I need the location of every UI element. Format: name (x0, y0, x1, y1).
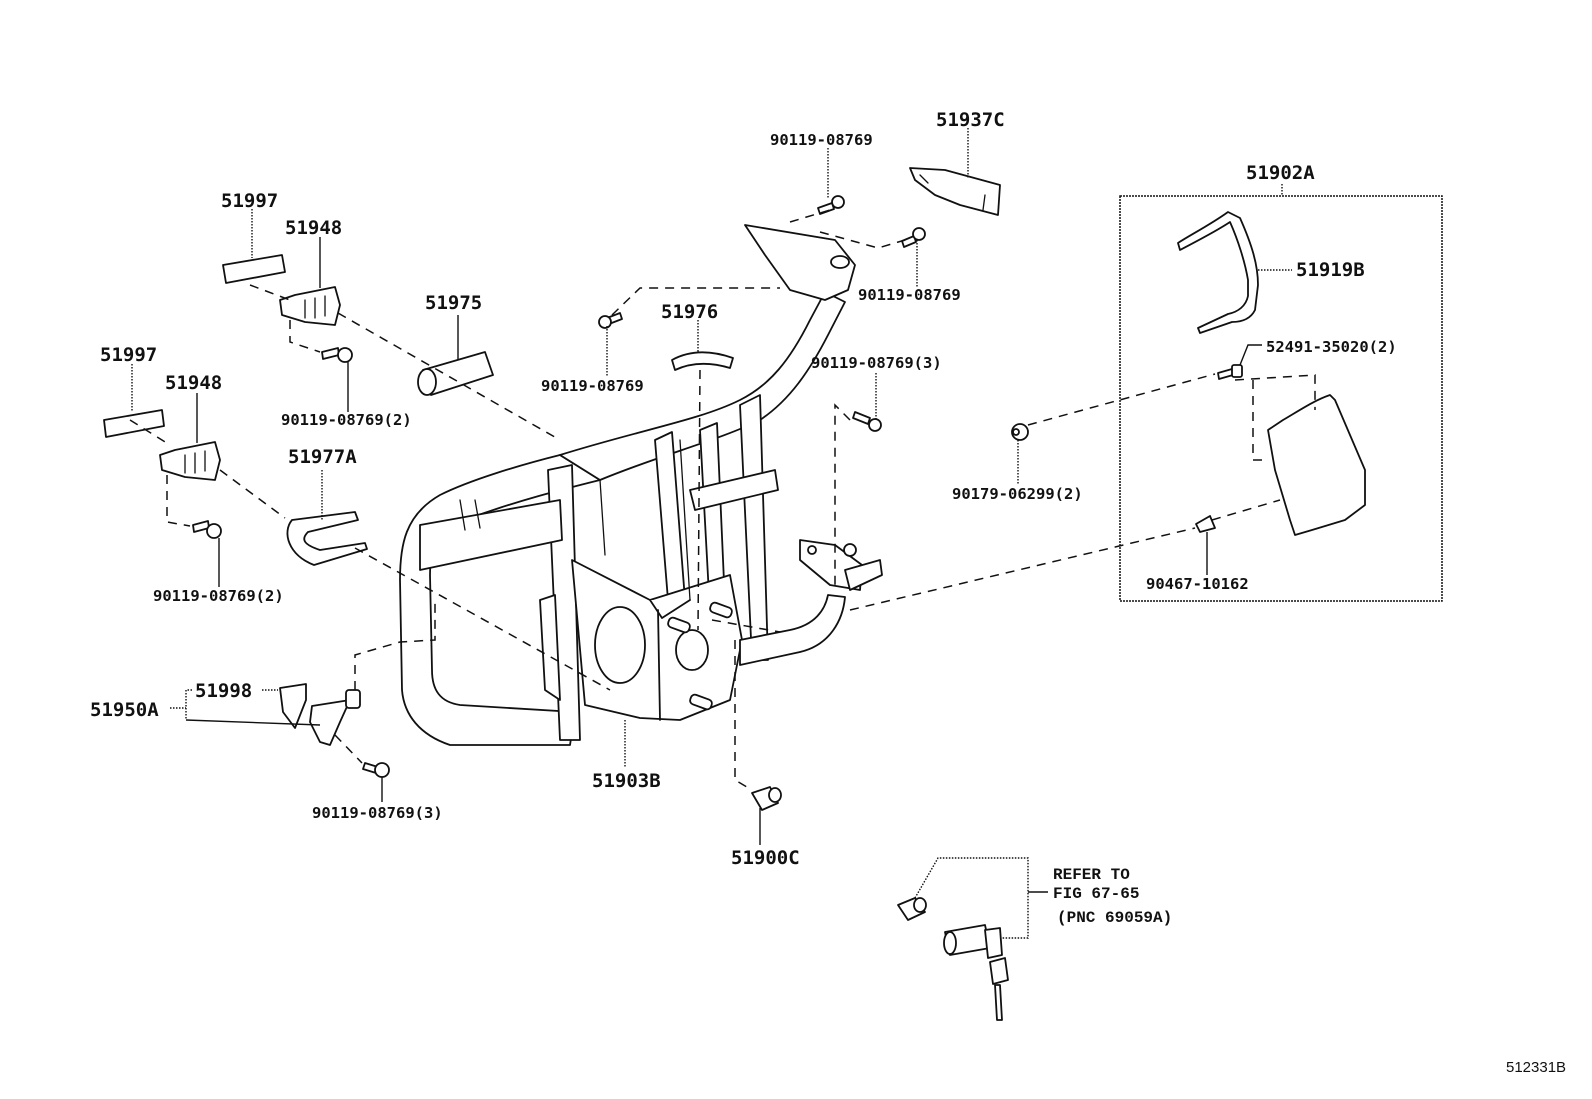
label-90119-08769-2a[interactable]: 90119-08769(2) (281, 411, 412, 429)
bolt-90119-2b (192, 520, 222, 539)
label-51948-a[interactable]: 51948 (285, 217, 342, 239)
label-90179-06299[interactable]: 90179-06299(2) (952, 485, 1083, 503)
assembly-lines (129, 209, 1316, 791)
plate-51998 (279, 683, 307, 729)
nut-90179 (1011, 423, 1029, 441)
reference-note: REFER TO FIG 67-65 (PNC 69059A) (1053, 866, 1172, 927)
clip-52491 (1217, 364, 1243, 380)
label-51903B[interactable]: 51903B (592, 770, 661, 792)
label-52491-35020[interactable]: 52491-35020(2) (1266, 338, 1397, 356)
reference-line-3[interactable]: (PNC 69059A) (1057, 909, 1172, 927)
label-90119-08769-3-right[interactable]: 90119-08769(3) (811, 354, 942, 372)
label-90119-08769-3-bottom[interactable]: 90119-08769(3) (312, 804, 443, 822)
label-90119-08769-mid[interactable]: 90119-08769 (541, 377, 644, 395)
label-90467-10162[interactable]: 90467-10162 (1146, 575, 1249, 593)
bolt-90119-3-right (852, 411, 882, 432)
reference-line-2: FIG 67-65 (1053, 885, 1139, 903)
label-51976[interactable]: 51976 (661, 301, 718, 323)
reference-line-1: REFER TO (1053, 866, 1130, 884)
label-51997-b[interactable]: 51997 (100, 344, 157, 366)
label-90119-08769-2b[interactable]: 90119-08769(2) (153, 587, 284, 605)
cap-51900C (751, 786, 782, 811)
lock-cylinder-assembly (897, 897, 1009, 1021)
stud-bolt (667, 601, 733, 711)
assembly-box-51902A (1119, 195, 1443, 602)
cover-51977A (286, 511, 368, 566)
clip-51948-b (159, 441, 221, 481)
label-90119-08769-top[interactable]: 90119-08769 (770, 131, 873, 149)
bolt-90119-3-bottom (362, 762, 390, 778)
label-51977A[interactable]: 51977A (288, 446, 357, 468)
plate-51997-b (103, 409, 165, 438)
bracket-51950A (309, 689, 361, 746)
label-51998[interactable]: 51998 (195, 680, 252, 702)
clip-51948-a (279, 286, 341, 326)
label-51997-a[interactable]: 51997 (221, 190, 278, 212)
label-51975[interactable]: 51975 (425, 292, 482, 314)
label-51902A[interactable]: 51902A (1246, 162, 1315, 184)
label-51919B[interactable]: 51919B (1296, 259, 1365, 281)
label-51950A[interactable]: 51950A (90, 699, 159, 721)
leader-lines (131, 128, 1292, 939)
sleeve-51975 (417, 351, 494, 396)
label-90119-08769-right-top[interactable]: 90119-08769 (858, 286, 961, 304)
hinge-bracket (799, 539, 883, 591)
part-51937C-shape (909, 167, 1001, 216)
label-51900C[interactable]: 51900C (731, 847, 800, 869)
clip-90467 (1195, 515, 1216, 533)
bolt-90119-top (817, 195, 845, 215)
bolt-90119-mid (598, 312, 623, 329)
handle-51919B (1177, 211, 1259, 334)
frame-51903B (399, 224, 883, 746)
bolt-90119-2a (321, 347, 353, 363)
bolt-90119-right-top (901, 227, 926, 248)
part-labels: 51937C 90119-08769 90119-08769 51902A 51… (90, 109, 1397, 869)
label-51948-b[interactable]: 51948 (165, 372, 222, 394)
label-51937C[interactable]: 51937C (936, 109, 1005, 131)
cover-panel (1267, 394, 1366, 536)
figure-id: 512331B (1506, 1059, 1566, 1076)
plate-51997-a (222, 254, 286, 284)
pad-51976 (671, 351, 734, 371)
